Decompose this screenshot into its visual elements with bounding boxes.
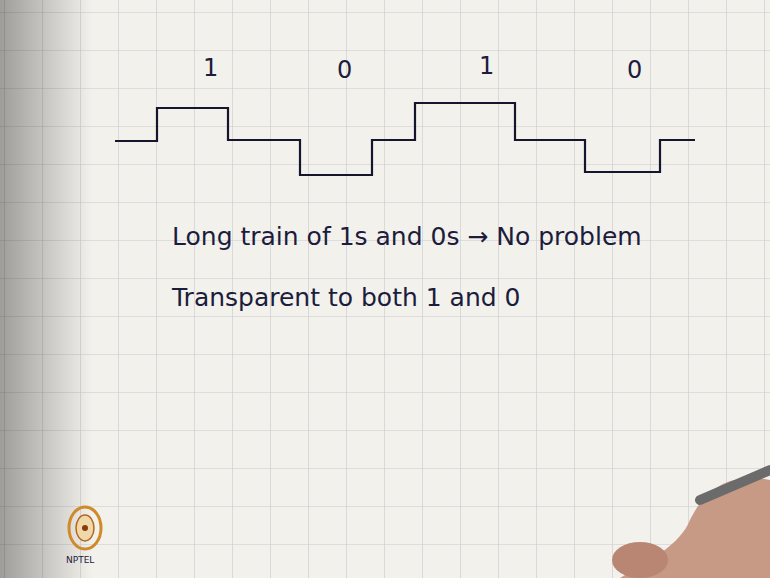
bit-label: 0 [337, 58, 352, 82]
bit-label: 1 [203, 56, 218, 80]
nptel-logo [69, 507, 101, 549]
rz-waveform [115, 103, 695, 175]
note-text: Long train of 1s and 0s → No problem [172, 224, 642, 249]
logo-text: NPTEL [66, 556, 94, 565]
note-text: Transparent to both 1 and 0 [172, 285, 521, 310]
hand [612, 470, 770, 578]
bit-label: 0 [627, 58, 642, 82]
bit-label: 1 [479, 54, 494, 78]
